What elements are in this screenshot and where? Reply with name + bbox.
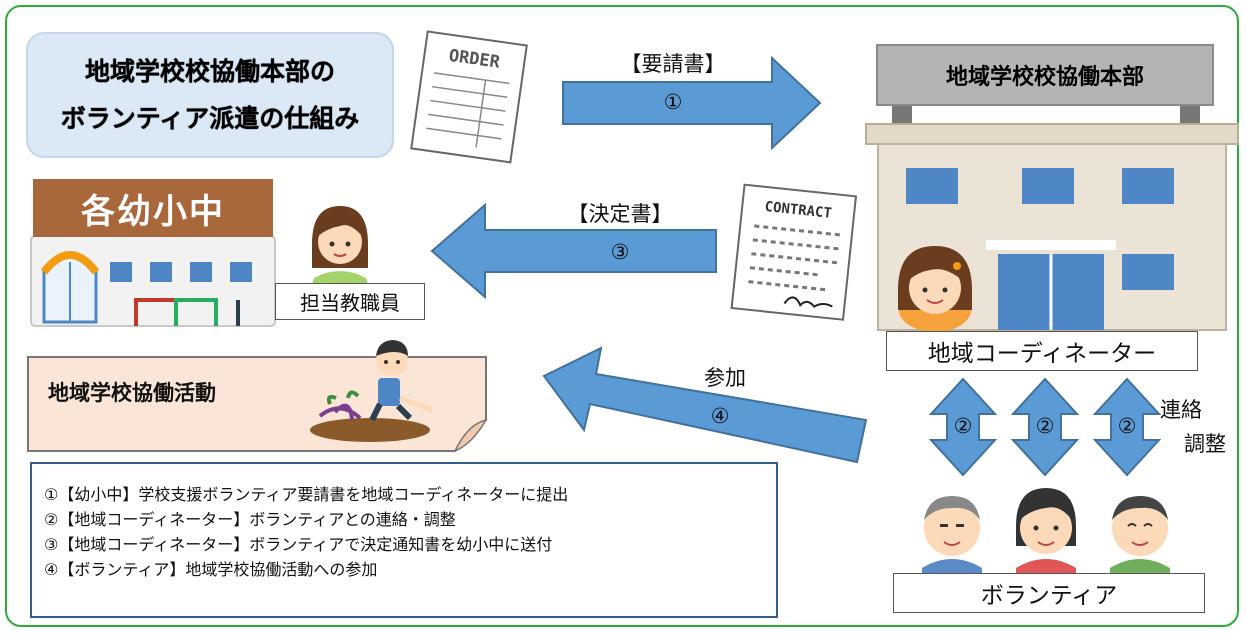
kid-gardening-icon: [310, 340, 433, 442]
coordinator-label: 地域コーディネーター: [886, 331, 1198, 371]
volunteer-person-3-icon: [1110, 496, 1170, 576]
decision-arrow: [430, 202, 717, 300]
volunteer-person-2-icon: [1016, 488, 1076, 576]
participation-arrow-step: ④: [710, 404, 730, 428]
activity-tag-fold: [453, 418, 488, 453]
request-arrow: [562, 55, 822, 151]
contact-caption-line1: 連絡: [1160, 398, 1202, 422]
activity-box: 地域学校協働活動: [28, 357, 486, 451]
contract-document-icon: CONTRACT: [730, 183, 858, 321]
legend-box: ①【幼小中】学校支援ボランティア要請書を地域コーディネーターに提出 ②【地域コー…: [30, 462, 778, 618]
participation-arrow: [542, 346, 868, 464]
teacher-label: 担当教職員: [275, 283, 425, 320]
decision-arrow-step: ③: [610, 240, 630, 264]
legend-item-3: ③【地域コーディネーター】ボランティアで決定通知書を幼小中に送付: [44, 535, 553, 554]
teacher-person-icon: [312, 206, 368, 284]
contact-arrow-right: [1092, 377, 1162, 477]
legend-item-4: ④【ボランティア】地域学校協働活動への参加: [44, 560, 378, 579]
order-document-icon: ORDER: [410, 30, 528, 164]
decision-arrow-caption: 【決定書】: [567, 202, 673, 226]
contact-arrow-left: [928, 377, 998, 477]
coordinator-person-icon: [898, 246, 972, 332]
legend-item-2: ②【地域コーディネーター】ボランティアとの連絡・調整: [44, 510, 456, 529]
participation-arrow-caption: 参加: [704, 366, 746, 390]
contact-arrow-left-step: ②: [953, 414, 973, 438]
legend-item-1: ①【幼小中】学校支援ボランティア要請書を地域コーディネーターに提出: [44, 485, 569, 504]
contact-arrow-right-step: ②: [1117, 414, 1137, 438]
request-arrow-step: ①: [663, 90, 683, 114]
contact-arrow-center-step: ②: [1035, 414, 1055, 438]
contact-caption-line2: 調整: [1184, 432, 1226, 456]
contract-text: CONTRACT: [764, 199, 833, 222]
diagram-frame: [5, 5, 1239, 627]
volunteer-person-1-icon: [922, 496, 982, 576]
diagram-title-box: 地域学校校協働本部の ボランティア派遣の仕組み: [26, 32, 394, 158]
school-building-icon: [30, 235, 276, 327]
diagram-title-line2: ボランティア派遣の仕組み: [60, 104, 360, 133]
request-arrow-caption: 【要請書】: [620, 52, 726, 76]
activity-label: 地域学校協働活動: [48, 381, 216, 405]
diagram-title-line1: 地域学校校協働本部の: [84, 56, 335, 86]
school-sign: 各幼小中: [33, 179, 273, 237]
hq-sign: 地域学校校協働本部: [876, 44, 1214, 106]
volunteer-label: ボランティア: [893, 573, 1205, 613]
contact-arrow-center: [1010, 377, 1080, 477]
